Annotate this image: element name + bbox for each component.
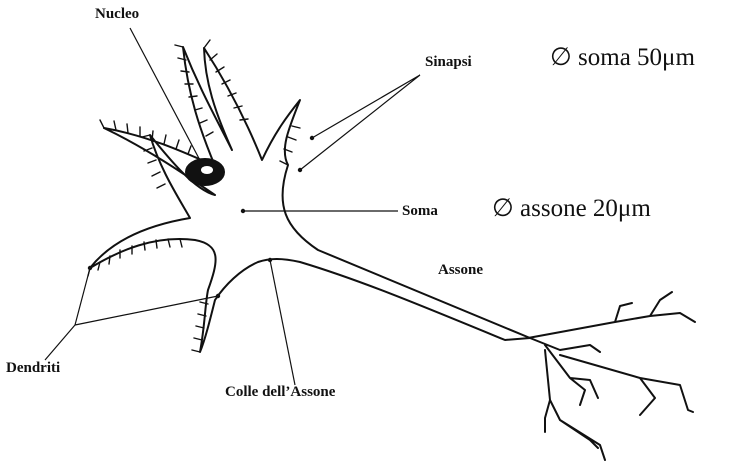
axon-terminal-branches [528,292,695,460]
label-assone-diameter: ∅ assone 20μm [492,193,651,223]
nucleolus [201,166,213,174]
dendrite-spines [88,40,300,352]
marker-colle [268,258,272,262]
marker-dendriti-2 [216,294,220,298]
leader-dendriti [45,268,218,360]
marker-dendriti-1 [88,266,92,270]
label-sinapsi: Sinapsi [425,54,472,71]
label-nucleo: Nucleo [95,6,139,23]
label-soma: Soma [402,203,438,220]
marker-soma [241,209,245,213]
label-soma-diameter: ∅ soma 50μm [550,42,695,72]
label-dendriti: Dendriti [6,360,60,377]
leader-sinapsi [300,75,420,170]
marker-sinapsi-1 [310,136,314,140]
marker-sinapsi-2 [298,168,302,172]
label-assone: Assone [438,262,483,279]
neuron-outline [90,47,530,352]
leader-colle [270,260,295,385]
label-colle-dell-assone: Colle dell’Assone [225,384,335,401]
